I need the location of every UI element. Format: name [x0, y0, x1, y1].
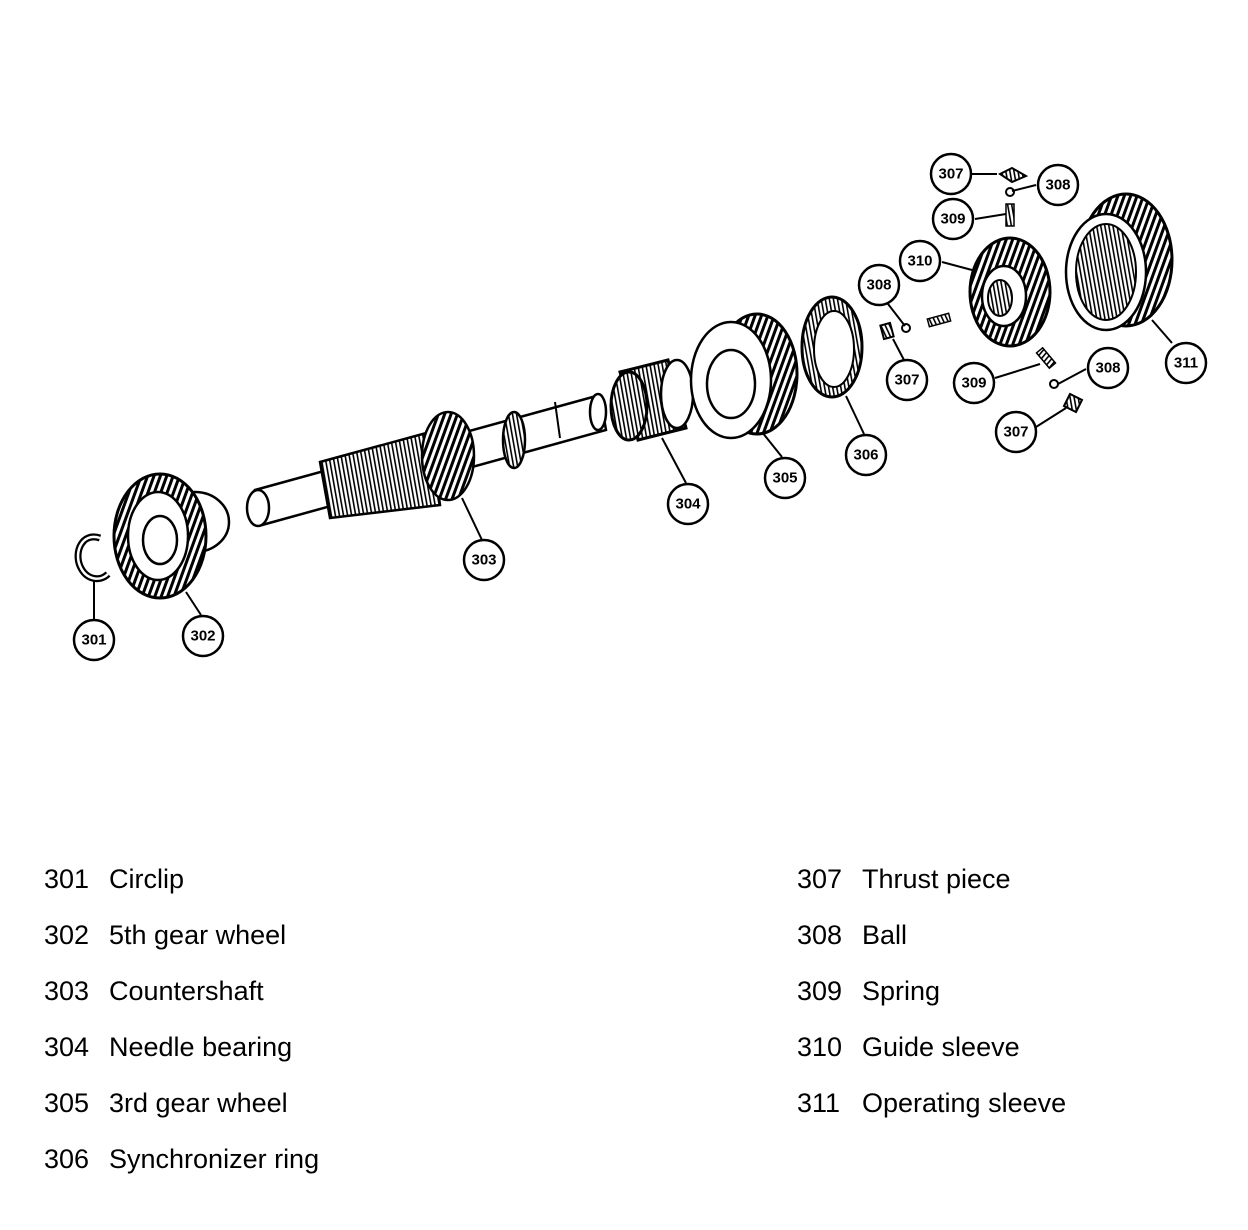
legend-number: 307	[797, 864, 843, 894]
legend-label: Guide sleeve	[862, 1032, 1020, 1062]
legend-item-308: 308 Ball	[797, 918, 1066, 974]
legend-number: 309	[797, 976, 843, 1006]
callout-308-top: 308	[1036, 163, 1080, 207]
legend-item-305: 305 3rd gear wheel	[44, 1086, 319, 1142]
callout-307-top: 307	[929, 152, 973, 196]
legend-number: 310	[797, 1032, 843, 1062]
svg-text:309: 309	[940, 211, 965, 228]
legend-item-310: 310 Guide sleeve	[797, 1030, 1066, 1086]
ball-top	[1005, 187, 1015, 197]
legend-label: Synchronizer ring	[109, 1144, 320, 1174]
svg-text:308: 308	[866, 277, 891, 294]
legend-label: Countershaft	[109, 976, 264, 1006]
svg-text:306: 306	[853, 447, 878, 464]
spring-top	[1005, 203, 1015, 227]
callout-303: 303	[462, 538, 506, 582]
legend-item-302: 302 5th gear wheel	[44, 918, 319, 974]
legend-number: 301	[44, 864, 90, 894]
svg-text:302: 302	[190, 628, 215, 645]
callout-301: 301	[72, 618, 116, 662]
svg-text:307: 307	[938, 166, 963, 183]
svg-text:308: 308	[1045, 177, 1070, 194]
svg-text:301: 301	[81, 632, 106, 649]
thrust-piece-bottom	[1062, 392, 1084, 414]
legend-number: 305	[44, 1088, 90, 1118]
needle-bearing-part	[609, 358, 695, 442]
callout-302: 302	[181, 614, 225, 658]
legend-label: 3rd gear wheel	[109, 1088, 288, 1118]
legend-item-301: 301 Circlip	[44, 862, 319, 918]
svg-text:307: 307	[894, 372, 919, 389]
synchronizer-ring-part	[800, 295, 864, 399]
legend-label: 5th gear wheel	[109, 920, 287, 950]
thrust-piece-middle	[879, 321, 895, 341]
legend-label: Operating sleeve	[862, 1088, 1067, 1118]
callout-304: 304	[666, 482, 710, 526]
svg-text:310: 310	[907, 253, 932, 270]
callout-311: 311	[1164, 341, 1208, 385]
legend-item-306: 306 Synchronizer ring	[44, 1142, 319, 1198]
spring-bottom	[1035, 346, 1057, 370]
callout-308-middle: 308	[857, 263, 901, 307]
guide-sleeve-part	[968, 236, 1052, 348]
callout-308-bottom: 308	[1086, 346, 1130, 390]
legend-number: 304	[44, 1032, 90, 1062]
circlip-part	[74, 533, 111, 583]
legend-item-309: 309 Spring	[797, 974, 1066, 1030]
legend-right-column: 307 Thrust piece 308 Ball 309 Spring 310 Gui…	[797, 862, 1066, 1142]
exploded-view-diagram: 301 302 303 304 305 306 307 308 309 310 …	[72, 152, 1208, 662]
callout-306: 306	[844, 433, 888, 477]
legend-number: 303	[44, 976, 90, 1006]
callout-305: 305	[763, 456, 807, 500]
svg-text:303: 303	[471, 552, 496, 569]
callout-309-top: 309	[931, 197, 975, 241]
legend-item-311: 311 Operating sleeve	[797, 1086, 1066, 1142]
callout-307-middle: 307	[885, 358, 929, 402]
legend-item-303: 303 Countershaft	[44, 974, 319, 1030]
leader-lines	[93, 173, 1173, 619]
svg-text:307: 307	[1003, 424, 1028, 441]
legend-number: 308	[797, 920, 843, 950]
callout-310: 310	[898, 239, 942, 283]
fifth-gear-wheel-part	[112, 472, 231, 600]
callout-307-bottom: 307	[994, 410, 1038, 454]
ball-bottom	[1049, 379, 1059, 389]
third-gear-wheel-part	[689, 312, 799, 440]
svg-text:311: 311	[1174, 355, 1198, 372]
thrust-piece-top	[998, 166, 1029, 184]
legend-item-304: 304 Needle bearing	[44, 1030, 319, 1086]
svg-text:304: 304	[675, 496, 701, 513]
svg-text:308: 308	[1095, 360, 1120, 377]
legend-number: 311	[797, 1088, 841, 1118]
callout-309-bottom: 309	[952, 361, 996, 405]
legend-label: Thrust piece	[862, 864, 1011, 894]
svg-text:309: 309	[961, 375, 986, 392]
countershaft-part	[245, 392, 608, 528]
legend-label: Spring	[862, 976, 941, 1006]
operating-sleeve-part	[1064, 192, 1174, 332]
svg-text:305: 305	[772, 470, 797, 487]
legend-number: 302	[44, 920, 90, 950]
legend-label: Needle bearing	[109, 1032, 293, 1062]
spring-middle	[926, 312, 952, 328]
legend-left-column: 301 Circlip 302 5th gear wheel 303 Counters…	[44, 862, 319, 1198]
legend-label: Circlip	[109, 864, 185, 894]
legend-label: Ball	[862, 920, 908, 950]
legend-item-307: 307 Thrust piece	[797, 862, 1066, 918]
legend-number: 306	[44, 1144, 90, 1174]
